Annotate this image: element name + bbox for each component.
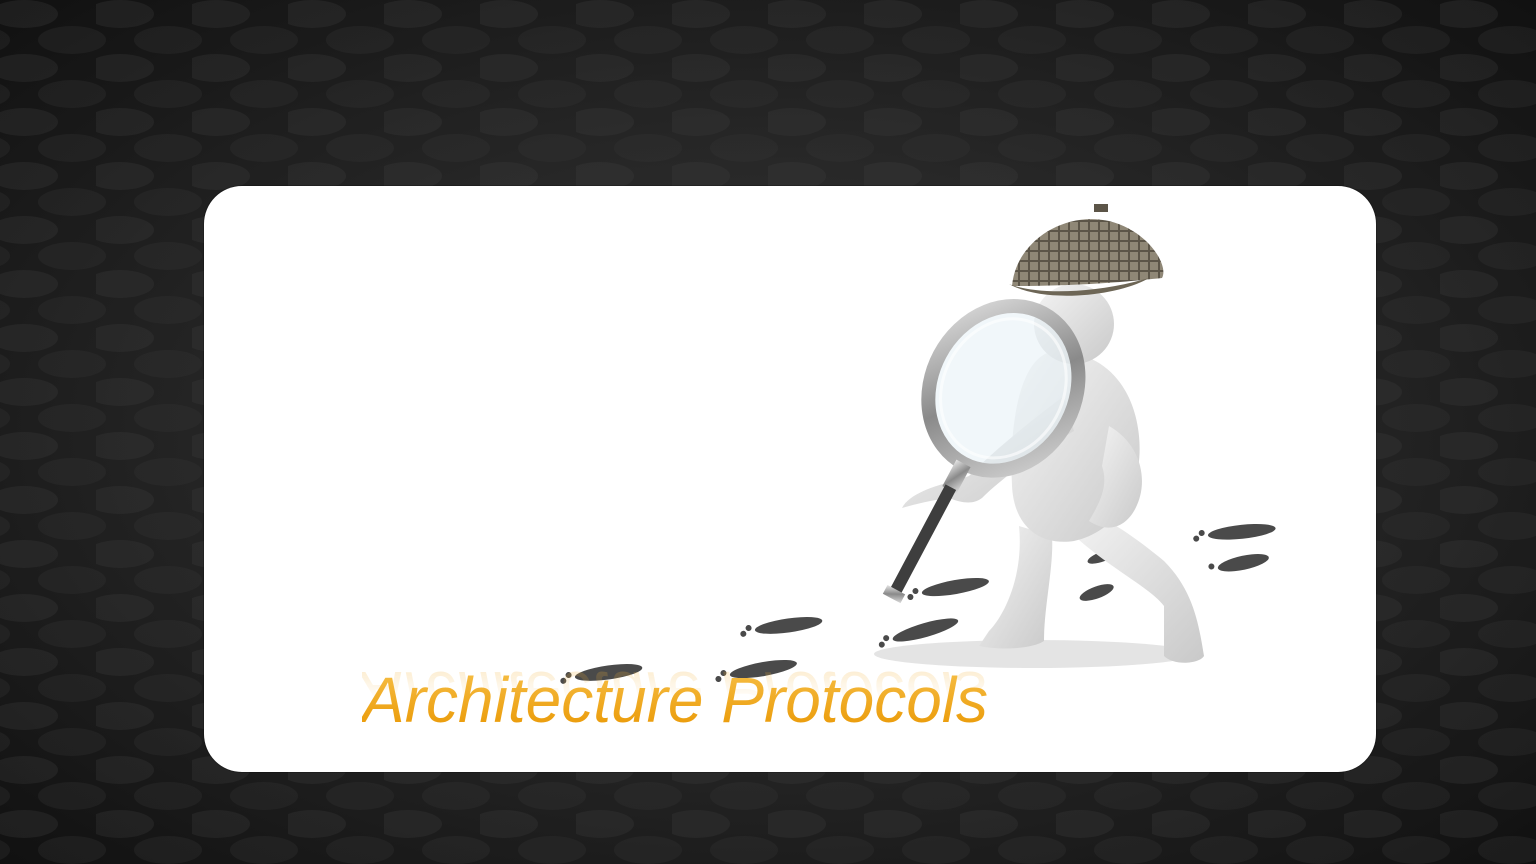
- content-card: Architecture Protocols Architecture Prot…: [204, 186, 1376, 772]
- slide-title-reflection: Architecture Protocols: [362, 658, 989, 730]
- slide-title: Architecture Protocols: [362, 664, 989, 736]
- footprints-icon: [560, 524, 1276, 684]
- slide-title-container: Architecture Protocols Architecture Prot…: [362, 658, 1162, 772]
- detective-with-magnifying-glass-icon: [560, 204, 1276, 684]
